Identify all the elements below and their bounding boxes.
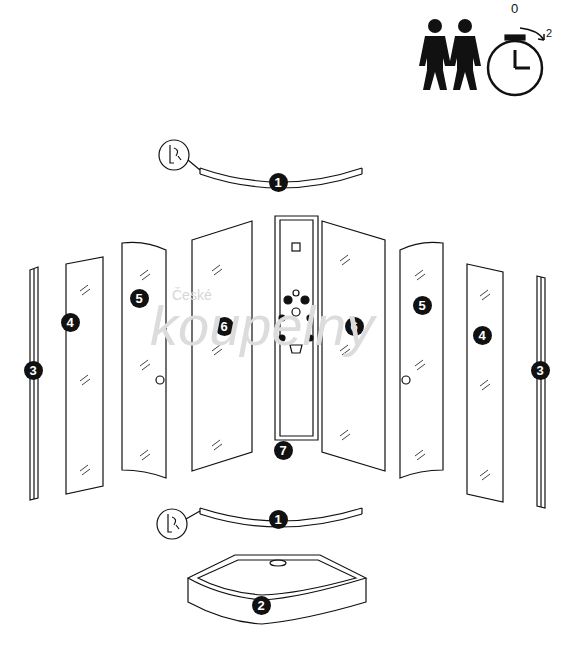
callout-text: 1 [274,513,281,526]
watermark: koupelny [150,298,374,354]
callout-text: 5 [418,299,425,312]
callout-text: 2 [257,599,264,612]
top-profile [159,140,362,188]
callout-number: 2 [252,596,271,615]
wall-profile [30,267,545,508]
callout-number: 3 [531,361,550,380]
callout-number: 1 [269,510,288,529]
callout-number: 5 [413,296,432,315]
clock-start-number: 0 [511,2,518,15]
callout-text: 5 [135,292,142,305]
callout-text: 1 [274,176,281,189]
sliding-door [122,242,443,478]
callout-number: 7 [274,441,293,460]
glass-reflection-marks [80,255,490,480]
callout-text: 3 [536,364,543,377]
callout-number: 4 [473,326,492,345]
callout-number: 1 [269,173,288,192]
callout-text: 4 [66,316,73,329]
clock-icon [488,28,544,95]
clock-hours-number: 2 [546,28,552,39]
shower-tray [188,555,366,624]
callout-number: 3 [24,361,43,380]
fixed-glass-panel [66,257,503,502]
callout-text: 3 [29,364,36,377]
two-person-icon [419,19,481,90]
callout-text: 7 [279,444,286,457]
callout-text: 4 [478,329,485,342]
callout-number: 4 [61,313,80,332]
bottom-profile [157,508,362,539]
callout-number: 5 [130,289,149,308]
